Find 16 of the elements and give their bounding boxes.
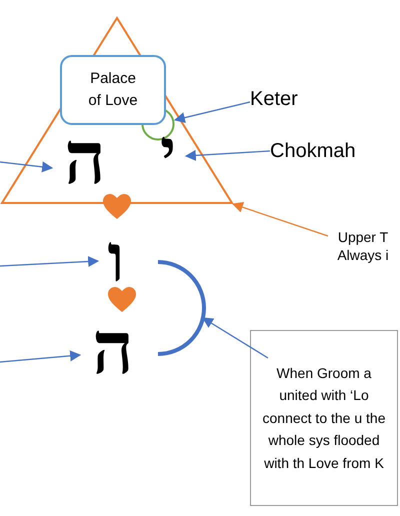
arrow	[184, 150, 270, 161]
keter-label: Keter	[250, 86, 320, 112]
arrow	[0, 161, 54, 172]
hebrew-letter: ה	[52, 122, 118, 200]
arc-bracket	[155, 258, 207, 358]
arrow	[0, 256, 100, 267]
arrow	[0, 350, 82, 363]
hebrew-letter: י	[150, 122, 186, 180]
arrow	[202, 317, 268, 359]
arrow	[232, 202, 328, 237]
callout-text: Upper T Always i	[328, 228, 398, 264]
arrow	[174, 101, 250, 124]
note-box: When Groom a united with ‘Lo connect to the u the whole sys flooded with th Love from K	[250, 330, 398, 506]
hebrew-letter: ה	[80, 312, 146, 390]
hebrew-letter: ו	[98, 225, 134, 293]
chokmah-label: Chokmah	[270, 138, 370, 164]
